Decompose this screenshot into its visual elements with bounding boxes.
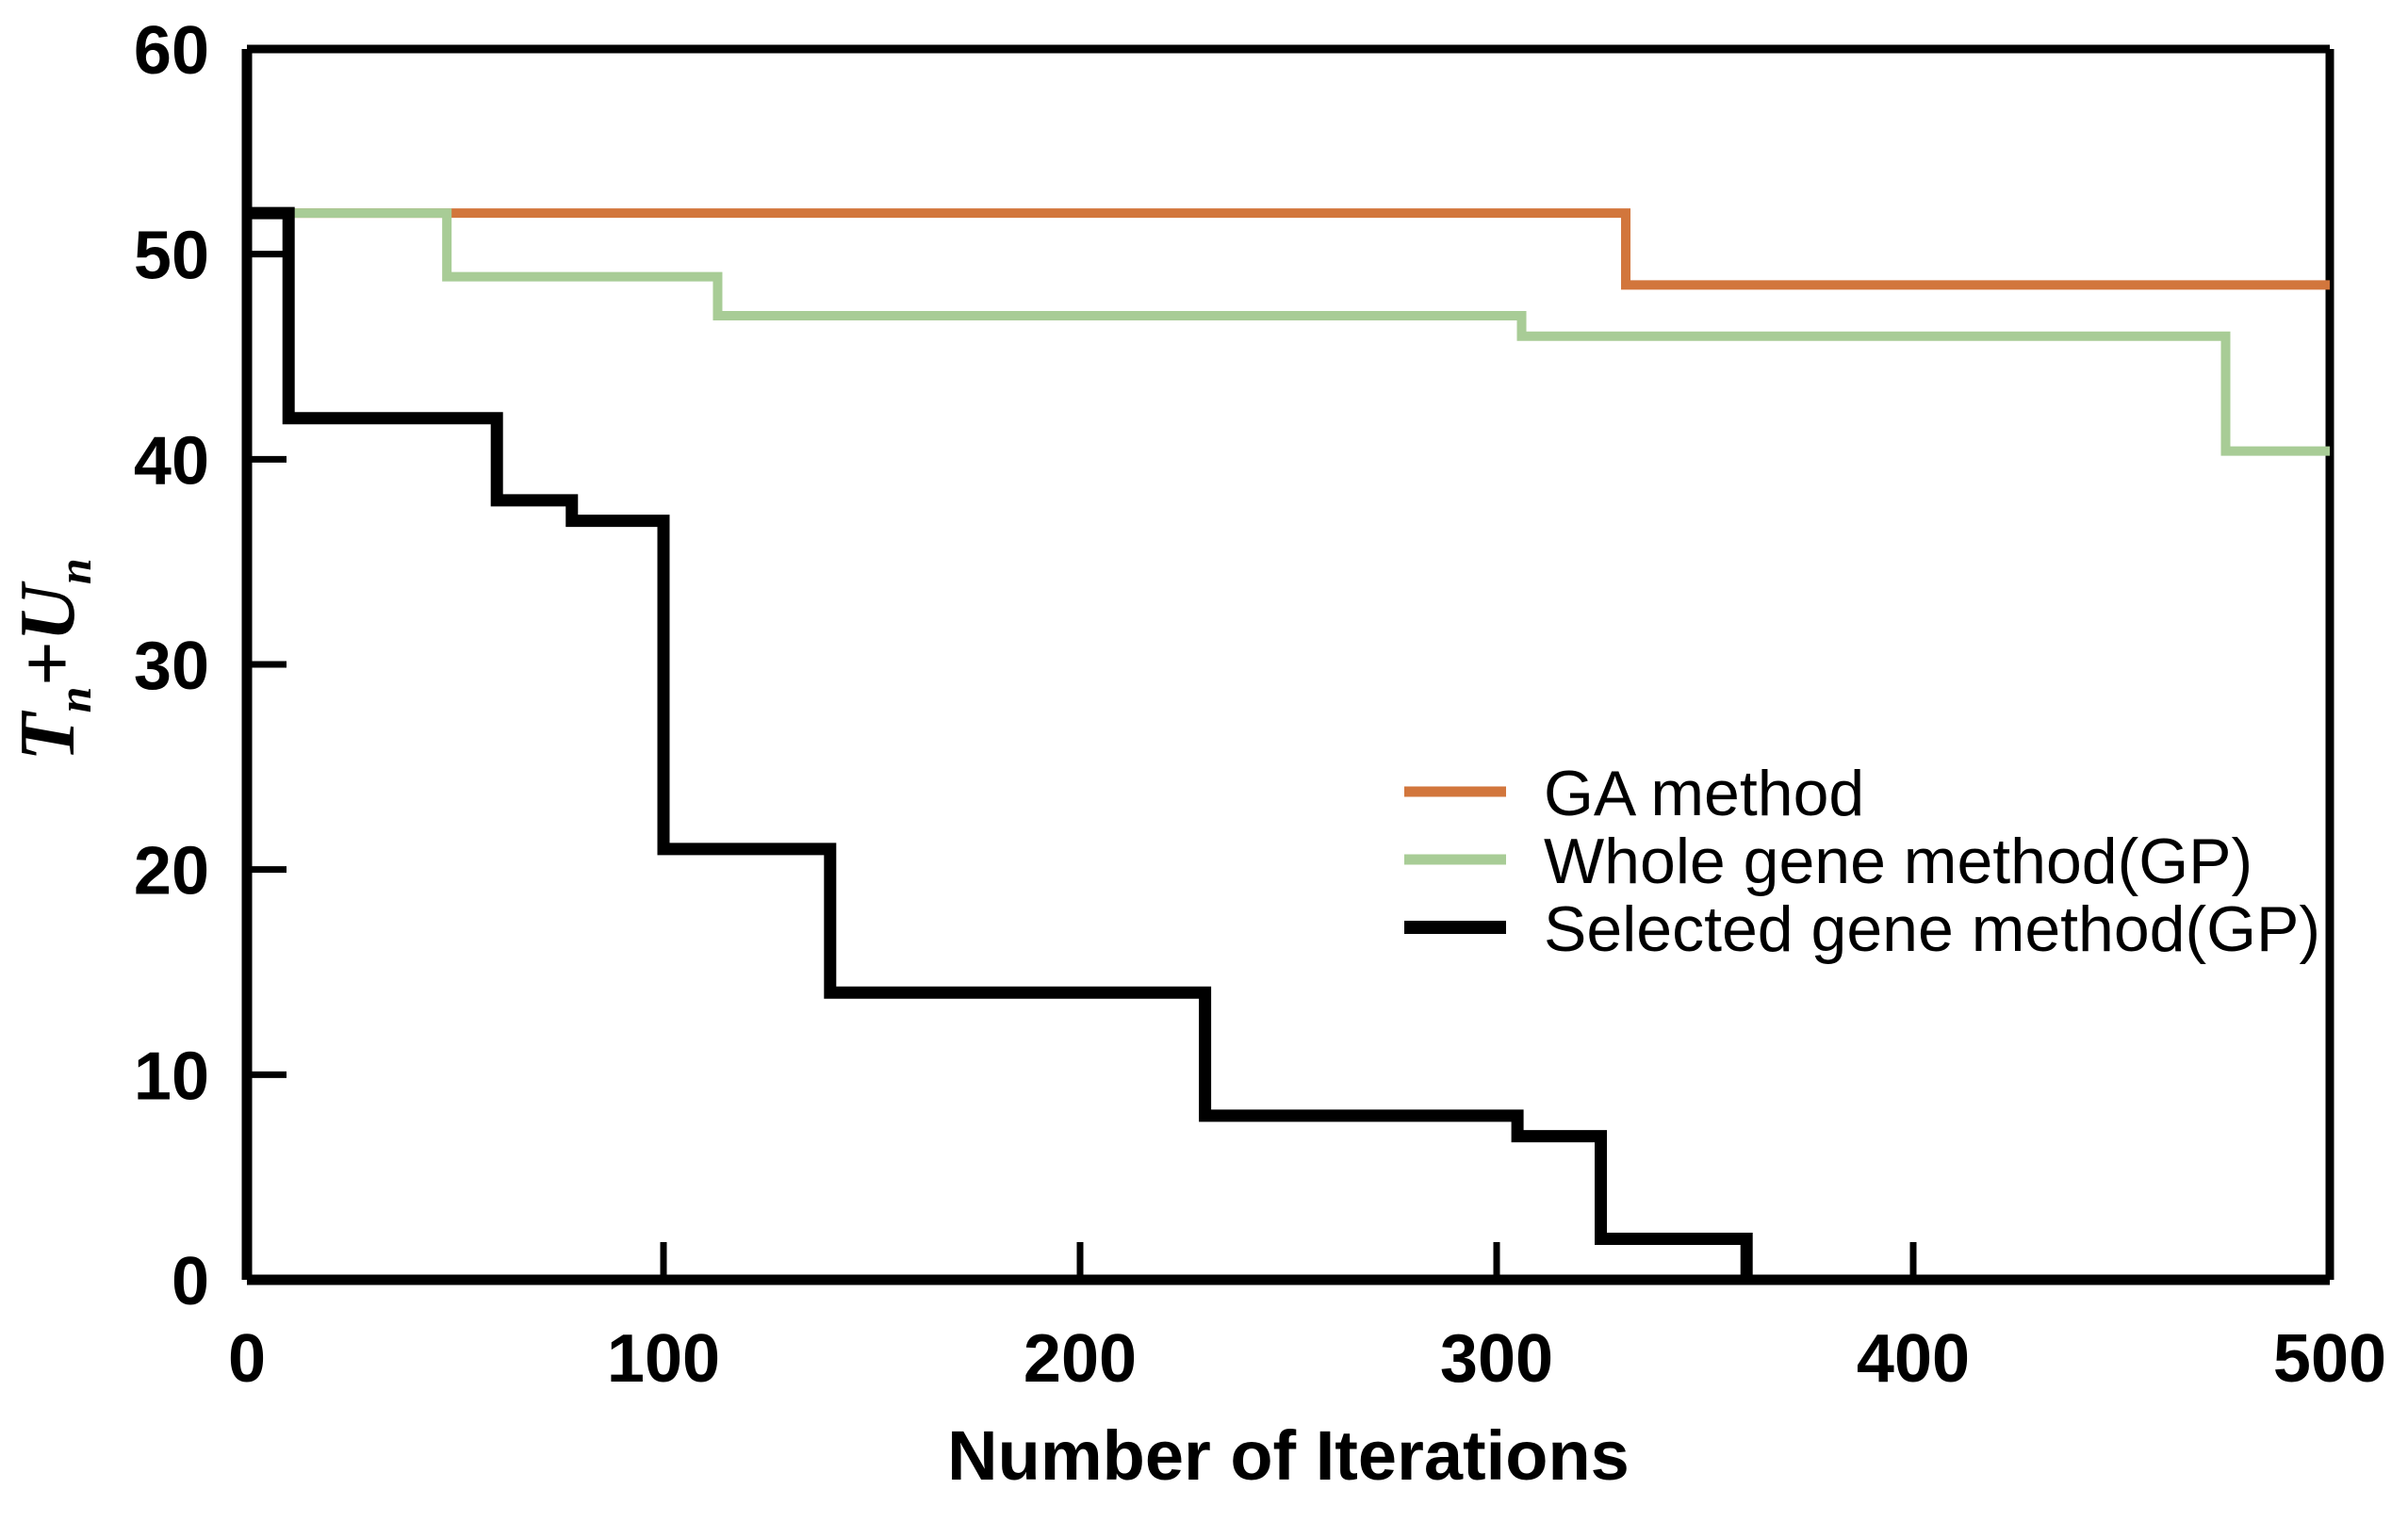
x-tick-label-300: 300 xyxy=(1440,1321,1553,1397)
y-tick-label-40: 40 xyxy=(134,423,209,499)
series-lines xyxy=(247,206,2330,1280)
svg-text:Tn+Un: Tn+Un xyxy=(4,558,101,761)
y-tick-label-0: 0 xyxy=(172,1244,209,1319)
series-line-0 xyxy=(247,208,2330,290)
y-axis-ticks xyxy=(247,45,287,1284)
y-axis-title-u-sub: n xyxy=(48,558,101,584)
y-tick-label-10: 10 xyxy=(134,1039,209,1114)
x-tick-label-200: 200 xyxy=(1024,1321,1137,1397)
y-tick-label-20: 20 xyxy=(134,834,209,909)
x-axis-title: Number of Iterations xyxy=(947,1416,1630,1495)
legend-label-1: Whole gene method(GP) xyxy=(1544,826,2252,897)
x-tick-label-400: 400 xyxy=(1857,1321,1970,1397)
series-line-2 xyxy=(247,206,1753,1280)
y-axis-title-u: U xyxy=(4,581,91,642)
x-axis-ticks xyxy=(243,1242,2334,1280)
legend-label-0: GA method xyxy=(1544,758,1864,829)
y-axis-tick-labels: 0 10 20 30 40 50 60 xyxy=(134,13,209,1319)
x-tick-label-0: 0 xyxy=(228,1321,266,1397)
series-line-1 xyxy=(247,208,2330,456)
plot-frame xyxy=(241,44,2334,1285)
y-tick-label-50: 50 xyxy=(134,219,209,294)
x-tick-label-100: 100 xyxy=(607,1321,720,1397)
y-axis-title-t-sub: n xyxy=(48,687,101,713)
y-axis-title: Tn+Un xyxy=(4,558,101,761)
y-axis-title-plus: + xyxy=(4,642,91,687)
y-tick-label-60: 60 xyxy=(134,13,209,89)
x-tick-label-500: 500 xyxy=(2273,1321,2386,1397)
y-tick-label-30: 30 xyxy=(134,629,209,704)
legend-label-2: Selected gene method(GP) xyxy=(1544,893,2320,965)
y-axis-title-t: T xyxy=(4,710,91,761)
x-axis-tick-labels: 0 100 200 300 400 500 xyxy=(228,1321,2386,1397)
